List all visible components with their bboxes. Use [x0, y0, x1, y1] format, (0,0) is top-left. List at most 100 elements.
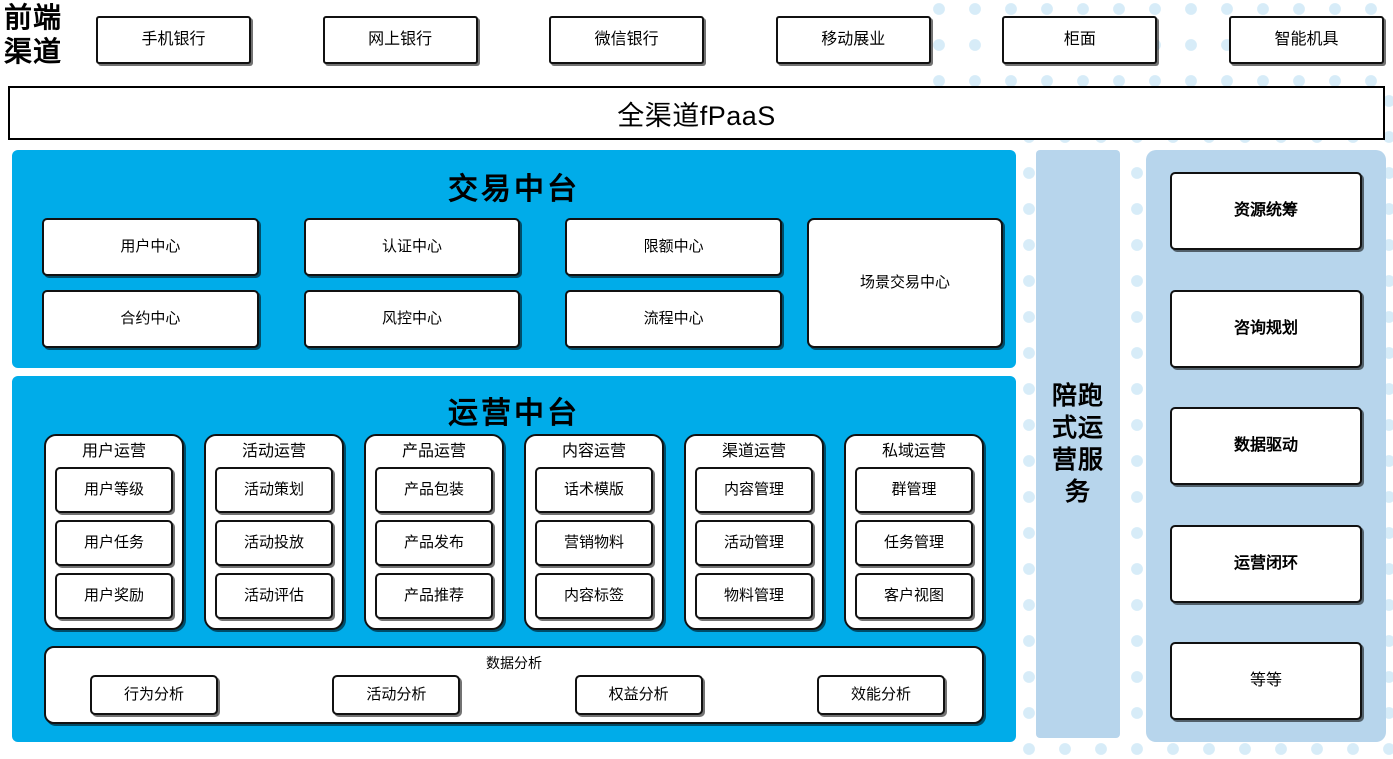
trade-center-grid: 用户中心 认证中心 限额中心 合约中心 风控中心 流程中心: [42, 218, 782, 348]
ops-item-label: 内容管理: [723, 480, 784, 498]
ops-item[interactable]: 产品发布: [375, 520, 493, 567]
ops-item[interactable]: 用户等级: [55, 467, 173, 514]
trade-center-label: 认证中心: [381, 237, 442, 255]
channel-item-wechat-bank[interactable]: 微信银行: [549, 16, 705, 64]
trade-center-label: 用户中心: [120, 237, 181, 255]
analysis-item-efficiency[interactable]: 效能分析: [816, 675, 945, 715]
analysis-item-label: 权益分析: [608, 685, 669, 703]
channel-item-mobile-bank[interactable]: 手机银行: [96, 16, 251, 64]
data-analysis-title: 数据分析: [486, 655, 542, 671]
analysis-item-benefit[interactable]: 权益分析: [574, 675, 703, 715]
ops-item-label: 产品包装: [403, 480, 464, 498]
ops-column-activity[interactable]: 活动运营 活动策划 活动投放 活动评估: [204, 434, 344, 630]
ops-item[interactable]: 产品包装: [375, 467, 493, 514]
capability-item-etc[interactable]: 等等: [1170, 642, 1362, 720]
trade-center-limit[interactable]: 限额中心: [565, 218, 782, 276]
ops-item-label: 用户奖励: [83, 586, 144, 604]
channel-item-label: 手机银行: [141, 31, 206, 48]
capability-item-loop[interactable]: 运营闭环: [1170, 524, 1362, 603]
trade-center-label: 限额中心: [643, 237, 704, 255]
trade-center-label: 风控中心: [381, 309, 442, 327]
analysis-item-activity[interactable]: 活动分析: [332, 675, 461, 715]
ops-item[interactable]: 营销物料: [535, 520, 653, 567]
ops-item-label: 产品推荐: [403, 586, 464, 604]
analysis-item-label: 行为分析: [123, 685, 184, 703]
trade-middle-platform-title: 交易中台: [448, 173, 580, 206]
operation-middle-platform-panel: 运营中台 用户运营 用户等级 用户任务 用户奖励 活动运营 活动策划 活动投放 …: [12, 376, 1016, 742]
ops-item[interactable]: 物料管理: [695, 573, 813, 619]
ops-item[interactable]: 产品推荐: [375, 573, 493, 619]
trade-center-contract[interactable]: 合约中心: [42, 290, 259, 348]
ops-column-private-domain[interactable]: 私域运营 群管理 任务管理 客户视图: [844, 434, 984, 630]
trade-center-risk[interactable]: 风控中心: [303, 290, 521, 348]
channel-item-label: 移动展业: [821, 31, 886, 48]
ops-item-label: 内容标签: [563, 586, 624, 604]
accompany-operation-service-label: 陪跑 式运 营服 务: [1051, 382, 1104, 506]
channel-item-label: 微信银行: [594, 31, 659, 48]
ops-item-label: 话术模版: [563, 480, 624, 498]
ops-column-items: 话术模版 营销物料 内容标签: [535, 467, 653, 619]
omnichannel-fpaas-bar[interactable]: 全渠道fPaaS: [8, 86, 1385, 140]
ops-item[interactable]: 话术模版: [535, 467, 653, 514]
ops-column-items: 用户等级 用户任务 用户奖励: [55, 467, 173, 619]
channel-item-counter[interactable]: 柜面: [1002, 16, 1158, 64]
ops-column-items: 产品包装 产品发布 产品推荐: [375, 467, 493, 619]
ops-item[interactable]: 用户任务: [55, 520, 173, 567]
ops-item-label: 产品发布: [403, 533, 464, 551]
ops-column-channel[interactable]: 渠道运营 内容管理 活动管理 物料管理: [684, 434, 824, 630]
channel-item-online-bank[interactable]: 网上银行: [322, 16, 478, 64]
channel-item-mobile-biz[interactable]: 移动展业: [775, 16, 931, 64]
ops-item[interactable]: 内容标签: [535, 573, 653, 619]
capability-item-data[interactable]: 数据驱动: [1170, 407, 1362, 485]
ops-item[interactable]: 活动评估: [215, 573, 333, 619]
capability-item-label: 数据驱动: [1233, 437, 1298, 454]
ops-column-items: 群管理 任务管理 客户视图: [855, 467, 973, 619]
ops-column-title: 私域运营: [881, 443, 946, 460]
capability-item-label: 咨询规划: [1233, 319, 1298, 337]
ops-column-user[interactable]: 用户运营 用户等级 用户任务 用户奖励: [44, 434, 184, 630]
ops-item[interactable]: 任务管理: [855, 520, 973, 567]
operation-column-group: 用户运营 用户等级 用户任务 用户奖励 活动运营 活动策划 活动投放 活动评估 …: [44, 434, 984, 630]
data-analysis-card: 数据分析 行为分析 活动分析 权益分析 效能分析: [44, 646, 984, 724]
ops-column-items: 活动策划 活动投放 活动评估: [215, 467, 333, 619]
analysis-item-behavior[interactable]: 行为分析: [90, 675, 218, 715]
capability-item-label: 等等: [1249, 672, 1282, 689]
ops-item[interactable]: 内容管理: [695, 467, 813, 514]
ops-item-label: 营销物料: [563, 533, 624, 551]
analysis-item-label: 活动分析: [366, 685, 427, 703]
channel-item-label: 智能机具: [1274, 31, 1339, 48]
ops-item-label: 活动策划: [243, 480, 304, 498]
ops-column-items: 内容管理 活动管理 物料管理: [695, 467, 813, 619]
ops-column-title: 产品运营: [401, 443, 466, 460]
trade-center-process[interactable]: 流程中心: [565, 290, 782, 348]
operation-middle-platform-title: 运营中台: [448, 397, 580, 430]
trade-center-label: 合约中心: [120, 309, 181, 327]
trade-center-label: 场景交易中心: [859, 273, 950, 291]
channel-item-label: 网上银行: [368, 31, 433, 48]
trade-center-auth[interactable]: 认证中心: [303, 218, 521, 276]
channel-item-smart-device[interactable]: 智能机具: [1228, 16, 1384, 64]
analysis-item-label: 效能分析: [850, 685, 911, 703]
capability-item-label: 运营闭环: [1233, 554, 1298, 572]
ops-item[interactable]: 用户奖励: [55, 573, 173, 619]
accompany-operation-service-column: 陪跑 式运 营服 务: [1036, 150, 1120, 738]
capability-item-consult[interactable]: 咨询规划: [1170, 289, 1362, 368]
capability-item-label: 资源统筹: [1233, 202, 1298, 219]
ops-column-product[interactable]: 产品运营 产品包装 产品发布 产品推荐: [364, 434, 504, 630]
ops-item-label: 活动投放: [243, 533, 304, 551]
ops-item[interactable]: 群管理: [855, 467, 973, 514]
ops-item[interactable]: 活动投放: [215, 520, 333, 567]
data-analysis-items: 行为分析 活动分析 权益分析 效能分析: [90, 675, 945, 715]
omnichannel-fpaas-label: 全渠道fPaaS: [617, 100, 776, 131]
ops-item[interactable]: 活动管理: [695, 520, 813, 567]
trade-center-scene[interactable]: 场景交易中心: [807, 218, 1003, 348]
ops-item[interactable]: 客户视图: [855, 573, 973, 619]
ops-column-content[interactable]: 内容运营 话术模版 营销物料 内容标签: [524, 434, 664, 630]
ops-column-title: 内容运营: [561, 443, 626, 460]
ops-item-label: 活动管理: [723, 533, 784, 551]
capability-item-resource[interactable]: 资源统筹: [1170, 172, 1362, 250]
ops-item-label: 用户等级: [83, 480, 144, 498]
capability-stack-panel: 资源统筹 咨询规划 数据驱动 运营闭环 等等: [1146, 150, 1386, 742]
trade-center-user[interactable]: 用户中心: [42, 218, 259, 276]
ops-item[interactable]: 活动策划: [215, 467, 333, 514]
